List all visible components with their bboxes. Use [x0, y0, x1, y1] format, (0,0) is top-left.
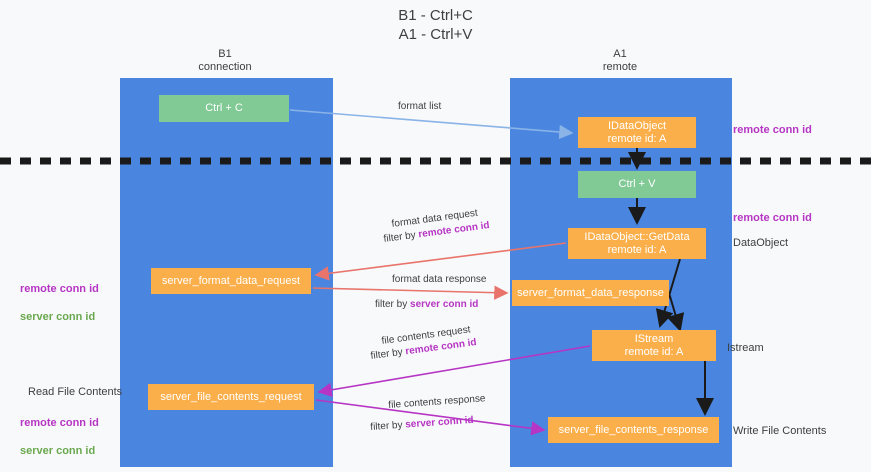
page-title: B1 - Ctrl+C A1 - Ctrl+V: [398, 7, 473, 43]
annotation-read-file-contents: Read File Contents: [28, 386, 123, 398]
node-server-file-contents-request[interactable]: server_file_contents_request: [148, 384, 314, 410]
column-header-b1: B1 connection: [198, 48, 252, 73]
annotation-remote-conn-id-top: remote conn id: [733, 124, 812, 136]
annotation-left-remote-conn-id-mid: remote conn id: [20, 283, 99, 295]
column-header-a1: A1 remote: [602, 48, 638, 73]
arrow-format-data-response: [312, 285, 509, 300]
annotation-left-server-conn-id-bottom: server conn id: [20, 445, 96, 457]
arrow-format-list: [289, 109, 574, 140]
arrow-file-contents-request: [317, 345, 591, 397]
annotation-left-conn-ids-bottom: remote conn id server conn id: [20, 402, 99, 472]
node-ctrl-c[interactable]: Ctrl + C: [159, 95, 289, 122]
node-server-format-data-response[interactable]: server_format_data_response: [512, 280, 669, 306]
filter-by-text: filter by: [375, 299, 411, 310]
arrow-format-data-request: [314, 242, 567, 281]
node-ctrl-v[interactable]: Ctrl + V: [578, 171, 696, 198]
arrow-format-data-response-to-istream: [666, 292, 685, 332]
edge-label-format-data-response-filter: filter by server conn id: [375, 299, 478, 311]
server-conn-id-text: server conn id: [410, 299, 479, 310]
edge-label-format-data-response: format data response: [392, 274, 487, 285]
node-idataobject-top[interactable]: IDataObject remote id: A: [578, 117, 696, 148]
annotation-write-file-contents: Write File Contents: [733, 425, 827, 437]
edge-label-format-list: format list: [398, 101, 442, 112]
node-istream[interactable]: IStream remote id: A: [592, 330, 716, 361]
filter-by-text: filter by: [370, 419, 406, 433]
arrow-getdata-to-istream: [655, 258, 681, 328]
annotation-istream: Istream: [727, 342, 764, 354]
node-server-file-contents-response[interactable]: server_file_contents_response: [548, 417, 719, 443]
arrow-file-contents-response: [315, 399, 546, 436]
annotation-left-server-conn-id-mid: server conn id: [20, 311, 96, 323]
annotation-dataobject: DataObject: [733, 237, 789, 249]
annotation-remote-conn-id-mid: remote conn id: [733, 212, 812, 224]
node-server-format-data-request[interactable]: server_format_data_request: [151, 268, 311, 294]
node-idataobject-getdata[interactable]: IDataObject::GetData remote id: A: [568, 228, 706, 259]
annotation-left-remote-conn-id-bottom: remote conn id: [20, 417, 99, 429]
annotation-left-conn-ids-mid: remote conn id server conn id: [20, 268, 99, 338]
